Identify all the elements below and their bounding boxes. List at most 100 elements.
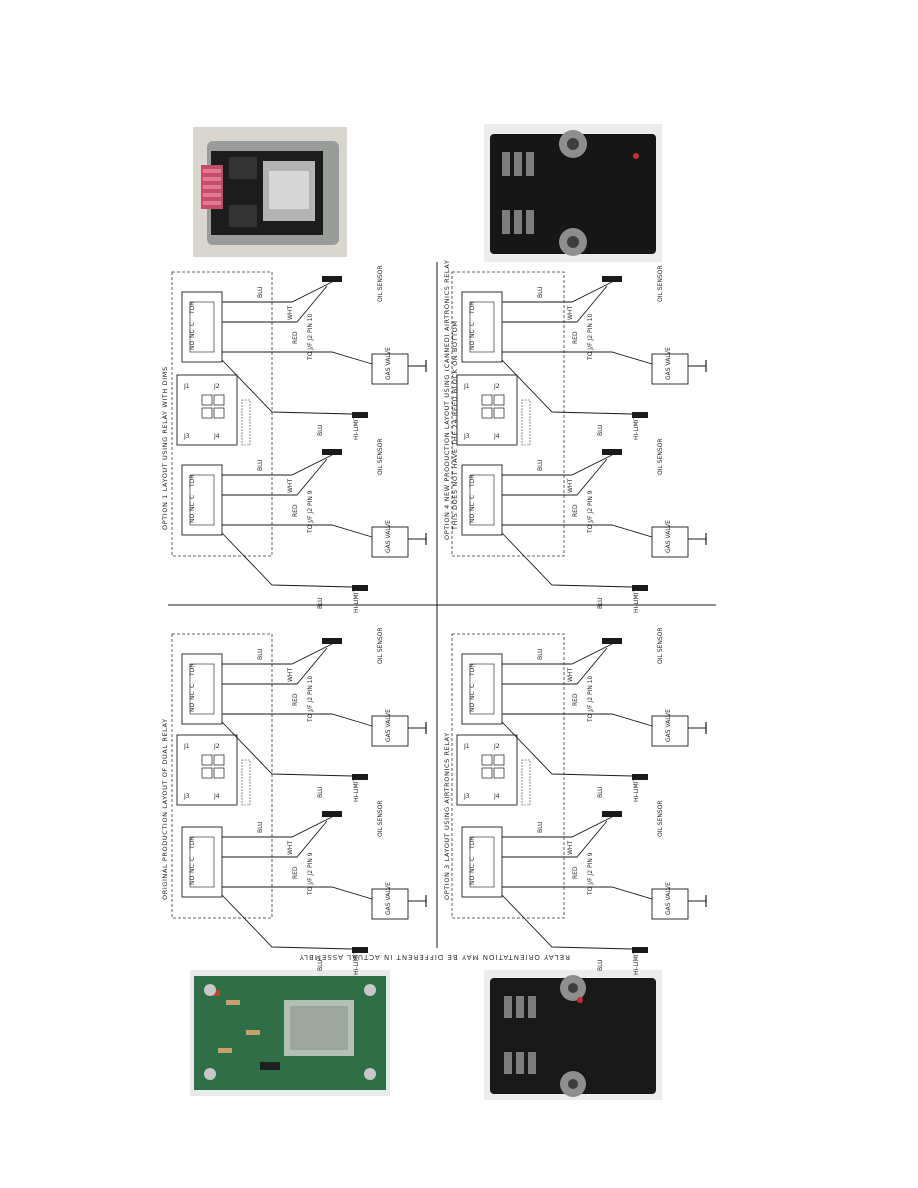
relay-pin-label: C xyxy=(189,495,196,499)
relay-photo-bottom-right xyxy=(484,970,662,1100)
wire-to-sensor-2 xyxy=(222,820,328,858)
wire-to-hilimit xyxy=(501,721,633,777)
board-label: J3 xyxy=(463,433,470,440)
gas-valve-label: GAS VALVE xyxy=(385,520,392,553)
board-cell xyxy=(481,754,493,766)
panel-title-option3: OPTION 3 LAYOUT USING AIRTRONICS RELAY xyxy=(443,732,451,900)
gas-valve-label: GAS VALVE xyxy=(665,520,672,553)
sensor-probe xyxy=(322,449,342,455)
relay-pin-label: NO xyxy=(469,703,476,712)
connector-strip xyxy=(241,399,251,446)
board-cell xyxy=(481,407,493,419)
gas-valve-box xyxy=(651,888,689,920)
board-label: J2 xyxy=(493,743,500,750)
wire-to-sensor xyxy=(222,281,333,303)
wire-to-sensor xyxy=(222,643,333,665)
board-cell xyxy=(201,394,213,406)
hi-limit-probe xyxy=(352,585,368,591)
hi-limit-probe xyxy=(632,585,648,591)
relay-pin-label: TDR xyxy=(469,302,476,315)
board-label: J2 xyxy=(213,743,220,750)
wire-label-red: RED xyxy=(572,866,579,879)
relay-pin-label: TDR xyxy=(469,837,476,850)
wire-label-red: RED xyxy=(572,504,579,517)
relay-pin-label: NC xyxy=(469,691,476,700)
sensor-probe xyxy=(322,276,342,282)
relay-contacts xyxy=(189,836,215,888)
wire-to-valve xyxy=(222,524,373,538)
board-label: J2 xyxy=(213,383,220,390)
relay-pin-label: C xyxy=(189,684,196,688)
wire-label-blu-2: BLU xyxy=(317,786,324,798)
relay-with-dip-switch-image xyxy=(193,127,347,257)
relay-contacts xyxy=(189,301,215,353)
to-jf-label: TO J/F J2 PIN 10 xyxy=(307,313,314,361)
wire-to-sensor xyxy=(502,454,613,476)
sensor-label: OIL SENSOR xyxy=(377,800,384,837)
wire-label-red: RED xyxy=(572,693,579,706)
sensor-label: OIL SENSOR xyxy=(377,265,384,302)
wire-label-blu: BLU xyxy=(257,286,264,298)
board-label: J4 xyxy=(493,793,500,800)
wire-label-wht: WHT xyxy=(287,306,294,320)
sensor-label: OIL SENSOR xyxy=(377,627,384,664)
panel-original xyxy=(171,633,273,919)
relay-pin-label: C xyxy=(469,857,476,861)
hi-limit-label: HI-LIMIT xyxy=(353,950,360,975)
board-label: J3 xyxy=(183,793,190,800)
relay-pin-label: TDR xyxy=(189,664,196,677)
relay-pin-label: NO xyxy=(189,514,196,523)
wire-label-red: RED xyxy=(292,331,299,344)
relay-block xyxy=(461,653,503,725)
wire-to-hilimit xyxy=(501,532,633,588)
relay-pin-label: TDR xyxy=(469,664,476,677)
wire-to-sensor-2 xyxy=(222,285,328,323)
sensor-label: OIL SENSOR xyxy=(657,627,664,664)
wire-to-sensor-2 xyxy=(502,647,608,685)
relay-pin-label: C xyxy=(189,322,196,326)
wire-label-blu-2: BLU xyxy=(317,424,324,436)
wire-label-wht: WHT xyxy=(567,841,574,855)
wire-to-hilimit xyxy=(221,532,353,588)
wire-label-red: RED xyxy=(292,693,299,706)
wire-to-hilimit xyxy=(221,894,353,950)
board-label: J1 xyxy=(183,743,190,750)
board-cell xyxy=(481,394,493,406)
wire-label-red: RED xyxy=(292,504,299,517)
board-cell xyxy=(213,394,225,406)
wire-to-sensor-2 xyxy=(502,458,608,496)
relay-block xyxy=(181,653,223,725)
connector-strip xyxy=(241,759,251,806)
to-jf-label: TO J/F J2 PIN 9 xyxy=(307,852,314,896)
wire-label-blu: BLU xyxy=(537,821,544,833)
wire-to-valve xyxy=(502,713,653,727)
wire-label-wht: WHT xyxy=(567,306,574,320)
wire-label-wht: WHT xyxy=(567,668,574,682)
board-cell xyxy=(493,767,505,779)
relay-contacts xyxy=(469,474,495,526)
wire-to-valve xyxy=(222,886,373,900)
wire-to-sensor-2 xyxy=(502,820,608,858)
relay-pin-label: TDR xyxy=(189,302,196,315)
gas-valve-box xyxy=(371,888,409,920)
wire-label-wht: WHT xyxy=(287,479,294,493)
to-jf-label: TO J/F J2 PIN 10 xyxy=(307,675,314,723)
wire-to-sensor xyxy=(222,454,333,476)
board-label: J3 xyxy=(183,433,190,440)
board-cell xyxy=(213,754,225,766)
wire-label-blu-2: BLU xyxy=(597,959,604,971)
relay-photo-top-left xyxy=(193,127,347,257)
panel-subtitle-option4: THIS DOES NOT HAVE THE 24 REED BLOCK ON … xyxy=(451,320,459,531)
relay-contacts xyxy=(469,301,495,353)
relay-block xyxy=(461,464,503,536)
gas-valve-box xyxy=(371,526,409,558)
relay-pin-label: NC xyxy=(469,329,476,338)
board-cell xyxy=(493,407,505,419)
to-jf-label: TO J/F J2 PIN 9 xyxy=(307,490,314,534)
